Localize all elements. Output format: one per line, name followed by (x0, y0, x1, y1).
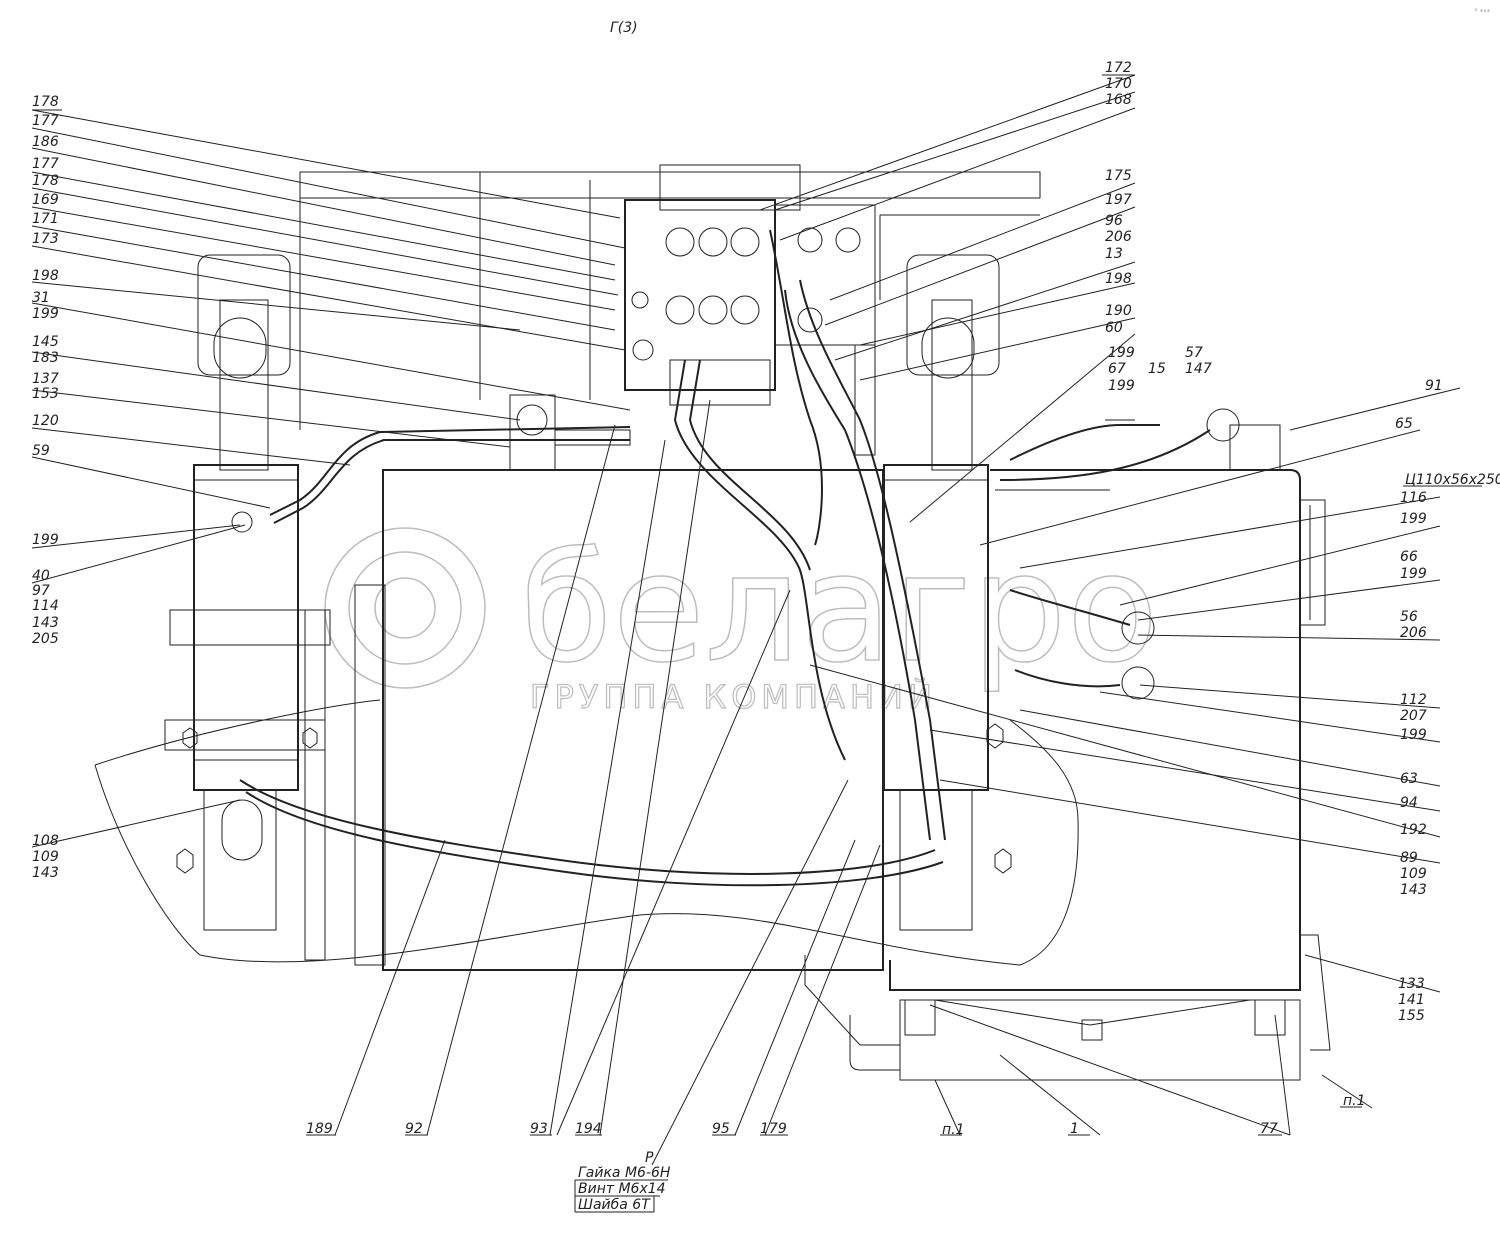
watermark-brand: белагро (520, 522, 1158, 696)
part-number: 173 (32, 231, 59, 247)
part-number: 198 (32, 268, 59, 284)
part-number: 175 (1105, 168, 1132, 184)
part-number: 133 (1398, 976, 1425, 992)
part-number: 199 (1108, 345, 1135, 361)
position-mark: п.1 (1343, 1093, 1366, 1109)
part-number: 172 (1105, 60, 1132, 76)
part-number: 120 (32, 413, 59, 429)
right-labels: 116 199 66 199 56 206 112 207 199 63 94 … (1398, 490, 1427, 1024)
svg-text:° ***: ° *** (1474, 8, 1491, 16)
part-number: 96 (1105, 213, 1123, 229)
watermark-subtitle: ГРУППА КОМПАНИЙ (530, 678, 937, 716)
part-number: 194 (575, 1121, 602, 1137)
part-number: 56 (1400, 609, 1418, 625)
view-title: Г(3) (610, 20, 638, 36)
part-number: 171 (32, 211, 59, 227)
part-number: 207 (1400, 708, 1427, 724)
left-labels: 178 177 186 177 178 169 171 173 198 31 1… (32, 94, 59, 881)
part-number: 197 (1105, 192, 1132, 208)
fastener-item: Шайба 6Т (578, 1197, 651, 1213)
part-number: 66 (1400, 549, 1418, 565)
part-number: 199 (32, 306, 59, 322)
part-number: 199 (1400, 511, 1427, 527)
part-number: 169 (32, 192, 59, 208)
part-number: 190 (1105, 303, 1132, 319)
part-number: 178 (32, 173, 59, 189)
part-number: 170 (1105, 76, 1132, 92)
part-number: 93 (530, 1121, 548, 1137)
part-number: 40 (32, 568, 50, 584)
left-cylinder (193, 254, 299, 931)
part-number: 198 (1105, 271, 1132, 287)
part-number: 65 (1395, 416, 1413, 432)
part-number: 137 (32, 371, 59, 387)
hoses (239, 229, 1211, 887)
part-number: 141 (1398, 992, 1425, 1008)
part-number: 178 (32, 94, 59, 110)
part-number: 177 (32, 113, 59, 129)
part-number: 57 (1185, 345, 1203, 361)
part-number: 177 (32, 156, 59, 172)
part-number: 94 (1400, 795, 1418, 811)
mid-right-labels: 175 197 96 206 13 198 190 60 199 67 199 … (1105, 168, 1443, 432)
part-number: 89 (1400, 850, 1418, 866)
part-number: 143 (32, 615, 59, 631)
part-number: 153 (32, 386, 59, 402)
bottom-labels: 189 92 93 194 95 179 1 77 п.1 п.1 (306, 1093, 1366, 1138)
part-number: 189 (306, 1121, 333, 1137)
fastener-callout: P Гайка М6-6Н Винт М6х14 Шайба 6Т (574, 1150, 671, 1213)
part-number: 91 (1425, 378, 1443, 394)
part-number: 116 (1400, 490, 1427, 506)
part-number: 63 (1400, 771, 1418, 787)
part-number: 143 (32, 865, 59, 881)
part-number: 183 (32, 350, 59, 366)
part-number: 206 (1400, 625, 1427, 641)
part-number: 60 (1105, 320, 1123, 336)
part-number: 199 (1400, 727, 1427, 743)
part-number: 179 (760, 1121, 787, 1137)
detail-marker: P (645, 1150, 654, 1166)
part-number: 145 (32, 334, 59, 350)
part-number: 15 (1148, 361, 1166, 377)
part-number: 31 (32, 290, 50, 306)
part-number: 13 (1105, 246, 1123, 262)
leader-lines (31, 74, 1461, 1166)
part-number: 168 (1105, 92, 1132, 108)
watermark: белагро ГРУППА КОМПАНИЙ (324, 521, 1159, 717)
part-number: 109 (32, 849, 59, 865)
assembly-geometry (94, 164, 1331, 1081)
fastener-item: Винт М6х14 (578, 1181, 666, 1197)
part-number: 186 (32, 134, 59, 150)
part-number: 67 (1108, 361, 1126, 377)
part-number: 199 (32, 532, 59, 548)
valve-block (624, 164, 876, 456)
part-number: 206 (1105, 229, 1132, 245)
part-number: 59 (32, 443, 50, 459)
part-number: 205 (32, 631, 59, 647)
part-number: 199 (1400, 566, 1427, 582)
part-number: 143 (1400, 882, 1427, 898)
cylinder-spec: Ц110х56х250 (1405, 472, 1500, 488)
part-number: 147 (1185, 361, 1212, 377)
position-mark: п.1 (942, 1122, 965, 1138)
part-number: 1 (1070, 1121, 1079, 1137)
part-number: 112 (1400, 692, 1427, 708)
part-number: 155 (1398, 1008, 1425, 1024)
part-number: 114 (32, 598, 59, 614)
part-number: 109 (1400, 866, 1427, 882)
top-labels: 172 170 168 (1105, 60, 1132, 108)
part-number: 77 (1260, 1121, 1278, 1137)
part-number: 97 (32, 583, 50, 599)
fastener-item: Гайка М6-6Н (578, 1165, 671, 1181)
part-number: 192 (1400, 822, 1427, 838)
part-number: 108 (32, 833, 59, 849)
part-number: 199 (1108, 378, 1135, 394)
part-number: 95 (712, 1121, 730, 1137)
part-number: 92 (405, 1121, 423, 1137)
